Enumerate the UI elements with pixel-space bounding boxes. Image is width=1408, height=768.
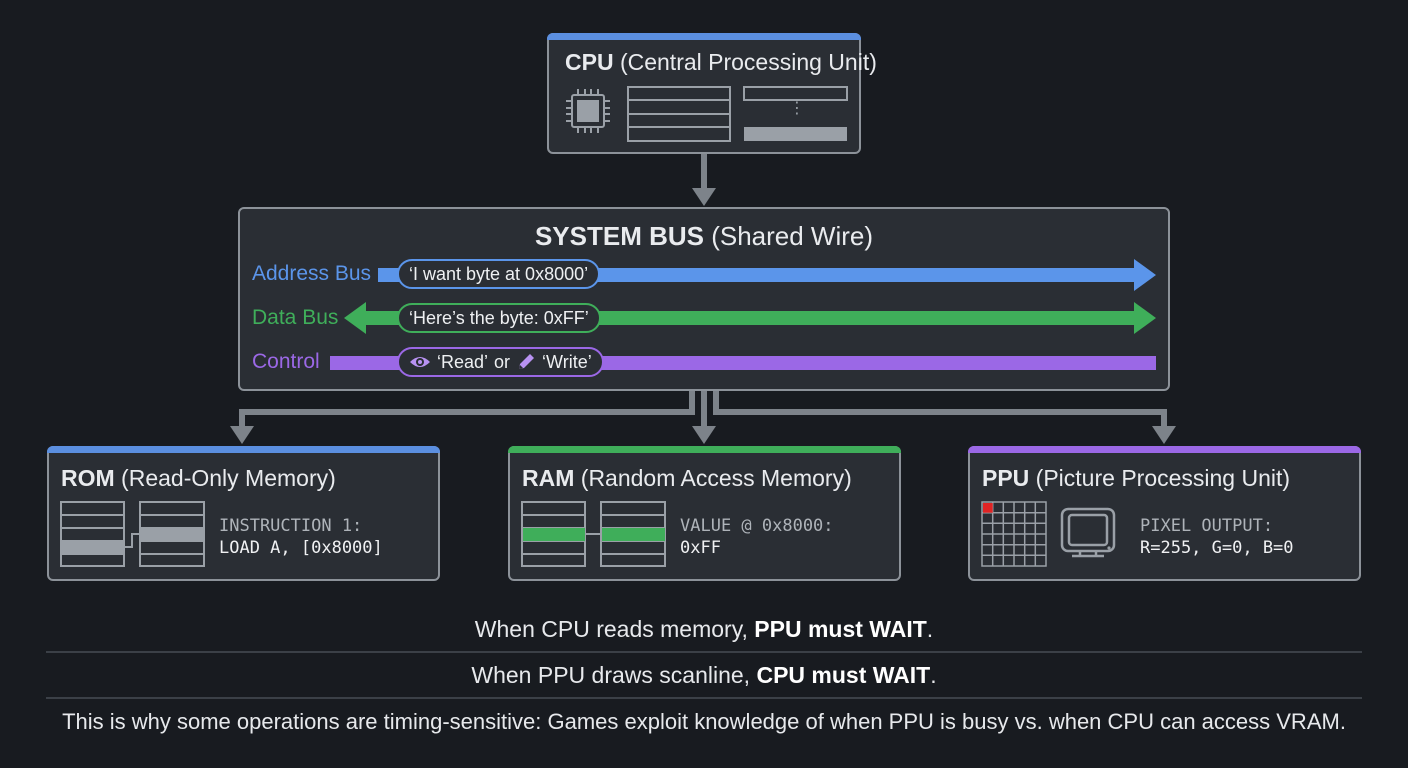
divider: [46, 697, 1362, 699]
cpu-box: CPU (Central Processing Unit) ⋮: [547, 33, 877, 154]
ram-detail-line2: 0xFF: [680, 538, 721, 558]
data-bus-message-text: ‘Here’s the byte: 0xFF’: [409, 307, 589, 328]
arrowhead-icon: [1152, 426, 1176, 444]
note-timing: This is why some operations are timing-s…: [62, 709, 1346, 734]
control-read-text: ‘Read’: [437, 351, 489, 372]
address-bus-arrowhead-right: [1134, 259, 1156, 291]
note-cpu-reads-text: When CPU reads memory,: [474, 616, 755, 642]
ppu-detail-line1: PIXEL OUTPUT:: [1140, 516, 1274, 536]
bus-lines: [330, 259, 1156, 370]
cpu-chip-icon: [566, 89, 610, 133]
address-bus-label: Address Bus: [252, 262, 372, 285]
ppu-detail-line2: R=255, G=0, B=0: [1140, 538, 1294, 558]
system-bus-title: SYSTEM BUS (Shared Wire): [534, 221, 874, 251]
monitor-icon: [1060, 507, 1116, 558]
rom-accent-bar: [47, 446, 440, 453]
rom-box: ROM (Read-Only Memory) INSTRUCTION 1: LO…: [47, 446, 440, 581]
arrowhead-icon: [692, 188, 716, 206]
rom-detail: INSTRUCTION 1: LOAD A, [0x8000]: [219, 515, 383, 559]
ram-detail-line1: VALUE @ 0x8000:: [680, 516, 834, 536]
rom-memory-diagram: [60, 501, 205, 567]
cpu-register-list: [743, 86, 848, 141]
ram-box: RAM (Random Access Memory) VALUE @ 0x800…: [508, 446, 901, 581]
bus-to-ppu-connector: [713, 390, 1167, 428]
note-cpu-reads-bold: PPU must WAIT: [754, 616, 927, 642]
control-message: ‘Read’ or ‘Write’: [397, 347, 604, 377]
control-or-text: or: [494, 351, 511, 372]
ppu-title: PPU (Picture Processing Unit): [982, 465, 1291, 491]
ppu-box: PPU (Picture Processing Unit) PIXEL OUTP…: [968, 446, 1361, 581]
note-ppu-draws-bold: CPU must WAIT: [756, 662, 931, 688]
ppu-diagram: [981, 501, 1116, 567]
red-pixel: [983, 503, 993, 513]
divider: [46, 651, 1362, 653]
address-bus-message-text: ‘I want byte at 0x8000’: [409, 263, 589, 284]
data-bus-label: Data Bus: [252, 306, 339, 329]
note-ppu-draws-text: When PPU draws scanline,: [471, 662, 757, 688]
rom-title: ROM (Read-Only Memory): [61, 465, 336, 491]
ram-accent-bar: [508, 446, 901, 453]
data-bus-arrowhead-left: [344, 302, 366, 334]
arrowhead-icon: [230, 426, 254, 444]
ram-memory-diagram: [521, 501, 666, 567]
data-bus-arrowhead-right: [1134, 302, 1156, 334]
pencil-icon: [519, 354, 535, 369]
address-bus-message: ‘I want byte at 0x8000’: [397, 259, 601, 289]
cpu-register-stack: [627, 86, 731, 142]
note-cpu-reads: When CPU reads memory, PPU must WAIT.: [0, 616, 1408, 643]
rom-detail-line1: INSTRUCTION 1:: [219, 516, 363, 536]
data-bus-message: ‘Here’s the byte: 0xFF’: [397, 303, 601, 333]
cpu-title: CPU (Central Processing Unit): [565, 49, 877, 75]
rom-detail-line2: LOAD A, [0x8000]: [219, 538, 383, 558]
ram-title: RAM (Random Access Memory): [522, 465, 852, 491]
cpu-register-dots: ⋮: [789, 100, 805, 117]
note-cpu-reads-end: .: [926, 616, 934, 642]
eye-icon: [410, 357, 430, 367]
note-ppu-draws-end: .: [930, 662, 937, 688]
ram-detail: VALUE @ 0x8000: 0xFF: [680, 515, 834, 559]
bus-to-rom-connector: [239, 390, 695, 428]
note-ppu-draws: When PPU draws scanline, CPU must WAIT.: [0, 662, 1408, 689]
system-bus-box: SYSTEM BUS (Shared Wire) Address Bus Dat…: [238, 207, 1170, 391]
arrowhead-icon: [692, 426, 716, 444]
control-write-text: ‘Write’: [542, 351, 592, 372]
cpu-accent-bar: [547, 33, 861, 40]
ppu-detail: PIXEL OUTPUT: R=255, G=0, B=0: [1140, 515, 1294, 559]
cpu-internals: [566, 86, 848, 142]
ppu-accent-bar: [968, 446, 1361, 453]
control-label: Control: [252, 350, 320, 373]
pixel-grid: [981, 501, 1047, 567]
